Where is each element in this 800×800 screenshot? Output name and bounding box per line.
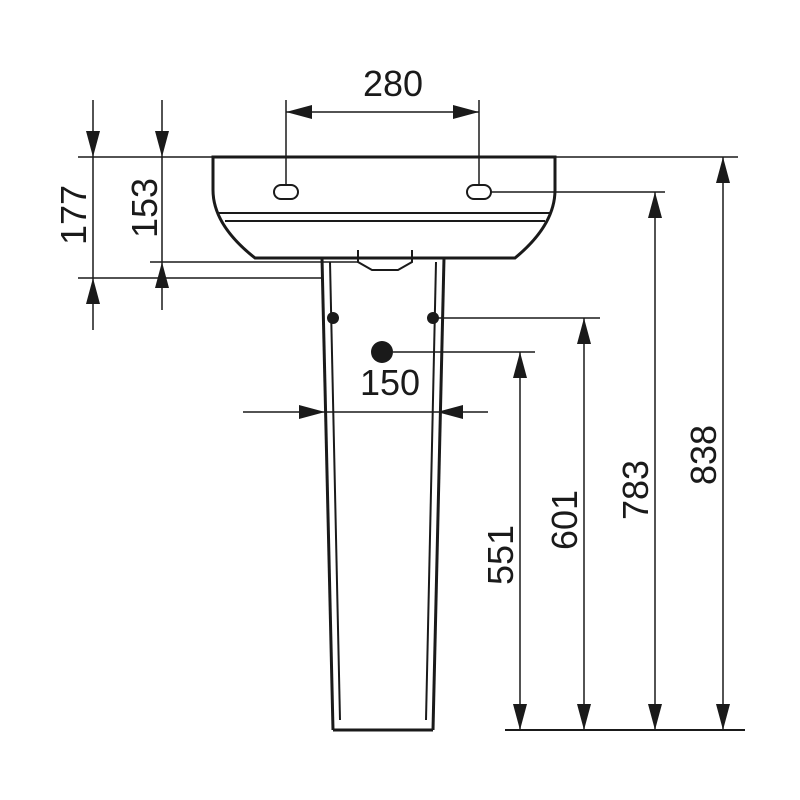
supply-point-left bbox=[327, 312, 339, 324]
dim-label-150: 150 bbox=[360, 362, 420, 403]
dim-tap-hole-height: 783 bbox=[491, 191, 665, 730]
dim-label-177: 177 bbox=[53, 185, 94, 245]
dim-pedestal-width: 150 bbox=[243, 362, 488, 419]
dim-label-280: 280 bbox=[363, 63, 423, 104]
tap-hole-right bbox=[466, 184, 492, 200]
dim-rim-height: 838 bbox=[555, 156, 738, 730]
waste-outlet bbox=[371, 341, 393, 363]
dim-waste-height: 551 bbox=[393, 351, 535, 730]
dim-label-601: 601 bbox=[544, 490, 585, 550]
pedestal bbox=[320, 257, 446, 732]
basin bbox=[211, 155, 557, 271]
tap-hole-left bbox=[273, 184, 299, 200]
dim-basin-height-inner: 153 bbox=[124, 100, 358, 310]
dim-basin-height-outer: 177 bbox=[53, 100, 322, 330]
dim-label-153: 153 bbox=[124, 178, 165, 238]
dim-tap-hole-spacing: 280 bbox=[285, 63, 480, 186]
dim-label-783: 783 bbox=[615, 460, 656, 520]
dim-label-838: 838 bbox=[683, 425, 724, 485]
dim-supply-height: 601 bbox=[433, 317, 600, 730]
dim-label-551: 551 bbox=[480, 525, 521, 585]
